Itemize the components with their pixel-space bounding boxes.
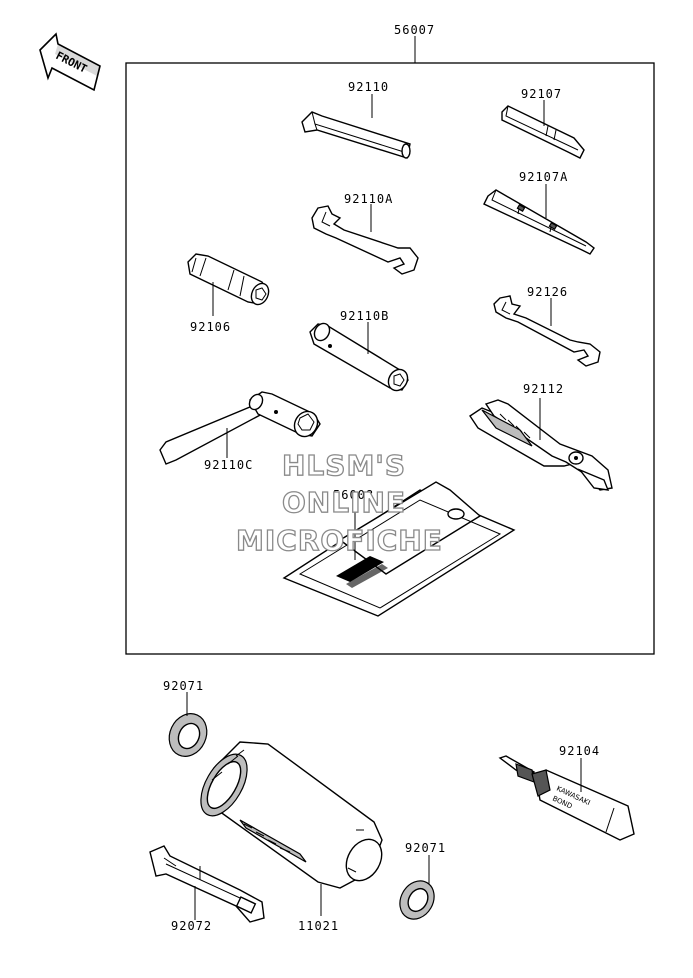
watermark: HLSM'S ONLINE MICROFICHE	[235, 448, 443, 557]
label-92104: 92104	[559, 744, 600, 758]
watermark-line1: HLSM'S	[282, 449, 406, 482]
pliers-92112	[469, 399, 613, 491]
label-56007: 56007	[394, 23, 435, 37]
filter-cartridge-11021	[200, 741, 383, 889]
wrench-92110A	[311, 205, 419, 275]
box-spanner-92110B	[309, 322, 409, 392]
wrench-92126	[493, 295, 601, 367]
gasket-92071-top	[168, 713, 208, 757]
label-92110: 92110	[348, 80, 389, 94]
watermark-line3: MICROFICHE	[236, 524, 443, 557]
label-56008: 56008	[333, 488, 374, 502]
toolkit-box	[125, 62, 655, 655]
tool-pouch-56008	[282, 481, 516, 617]
label-11021: 11021	[298, 919, 339, 933]
label-92106: 92106	[190, 320, 231, 334]
label-92110C: 92110C	[204, 458, 253, 472]
label-92110A: 92110A	[344, 192, 393, 206]
label-92107A: 92107A	[519, 170, 568, 184]
hex-key-92110	[301, 111, 411, 159]
socket-92106	[187, 253, 270, 306]
label-92110B: 92110B	[340, 309, 389, 323]
label-92126: 92126	[527, 285, 568, 299]
label-92107: 92107	[521, 87, 562, 101]
l-box-wrench-92110C	[159, 391, 321, 465]
label-92071-bottom: 92071	[405, 841, 446, 855]
kawasaki-logo	[336, 556, 388, 588]
double-bit-92107A	[483, 189, 595, 255]
label-92071-top: 92071	[163, 679, 204, 693]
front-arrow-icon: FRONT	[39, 32, 101, 92]
label-92112: 92112	[523, 382, 564, 396]
clamp-92072	[149, 845, 265, 923]
bond-tube-92104: KAWASAKI BOND	[498, 755, 635, 841]
label-92072: 92072	[171, 919, 212, 933]
screwdriver-92107	[501, 105, 585, 159]
watermark-line2: ONLINE	[282, 486, 406, 519]
gasket-92071-bottom	[399, 880, 435, 920]
